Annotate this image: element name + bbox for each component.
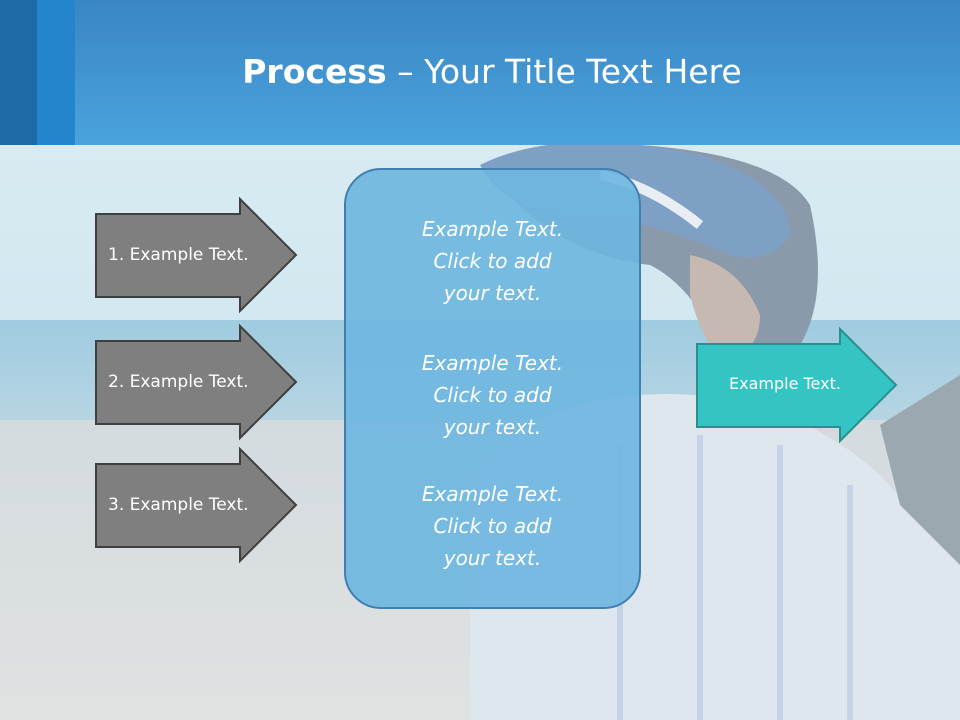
center-text-block-1: Example Text. Click to add your text. — [345, 213, 640, 309]
title-bold: Process — [242, 52, 387, 91]
center-text-block-3: Example Text. Click to add your text. — [345, 478, 640, 574]
step-label-1: 1. Example Text. — [108, 245, 249, 265]
center-box[interactable] — [344, 168, 641, 609]
output-label: Example Text. — [729, 374, 841, 393]
output-arrow[interactable] — [696, 326, 898, 444]
center-text-block-2: Example Text. Click to add your text. — [345, 347, 640, 443]
header-bar: Process – Your Title Text Here — [0, 0, 960, 145]
step-arrow-1[interactable] — [95, 196, 298, 314]
center-text-line: Click to add — [433, 249, 552, 273]
header-accent-band — [37, 0, 75, 145]
step-arrow-3[interactable] — [95, 446, 298, 564]
center-text-line: your text. — [443, 281, 542, 305]
center-text-line: Click to add — [433, 383, 552, 407]
center-text-line: Click to add — [433, 514, 552, 538]
center-text-line: Example Text. — [421, 351, 564, 375]
center-text-line: your text. — [443, 415, 542, 439]
center-text-line: your text. — [443, 546, 542, 570]
step-label-3: 3. Example Text. — [108, 495, 249, 515]
center-text-line: Example Text. — [421, 217, 564, 241]
slide-title[interactable]: Process – Your Title Text Here — [0, 52, 960, 91]
step-label-2: 2. Example Text. — [108, 372, 249, 392]
header-accent-band — [0, 0, 37, 145]
step-arrow-2[interactable] — [95, 323, 298, 441]
center-text-line: Example Text. — [421, 482, 564, 506]
title-rest: – Your Title Text Here — [386, 52, 742, 91]
